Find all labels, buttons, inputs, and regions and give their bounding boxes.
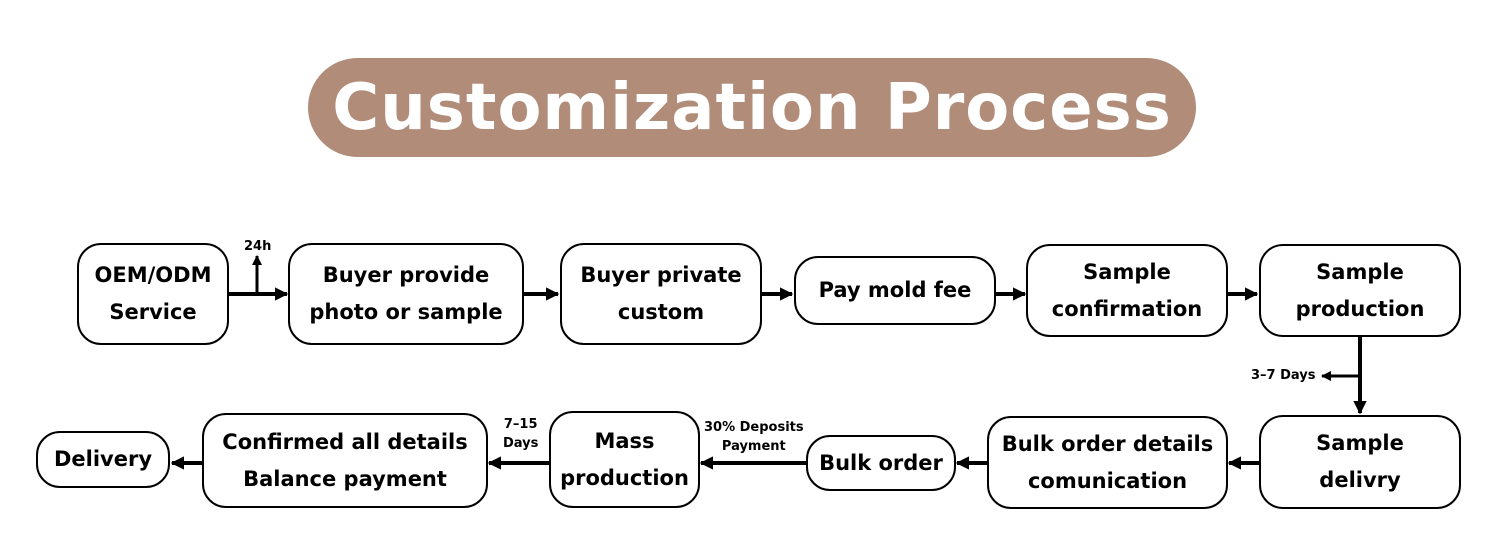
node-pay-mold-fee: Pay mold fee [794,256,996,325]
node-oem-odm-service: OEM/ODM Service [77,243,229,345]
node-bulk-order-details: Bulk order details comunication [987,416,1228,509]
label-7-15-days: 7–15 Days [503,417,539,451]
node-bulk-order: Bulk order [806,435,956,491]
node-sample-delivry: Sample delivry [1259,415,1461,509]
label-30-deposits-payment: 30% Deposits Payment [704,420,804,454]
page-title: Customization Process [332,70,1172,145]
node-sample-confirmation: Sample confirmation [1026,244,1228,337]
node-buyer-provide: Buyer provide photo or sample [288,243,524,345]
node-delivery: Delivery [36,431,170,488]
node-buyer-private: Buyer private custom [560,243,762,345]
node-sample-production: Sample production [1259,244,1461,337]
node-mass-production: Mass production [549,411,700,508]
label-24h: 24h [244,239,272,254]
label-3-7-days: 3–7 Days [1251,368,1316,383]
title-banner: Customization Process [308,58,1196,157]
node-confirmed-all-details: Confirmed all details Balance payment [202,413,488,508]
